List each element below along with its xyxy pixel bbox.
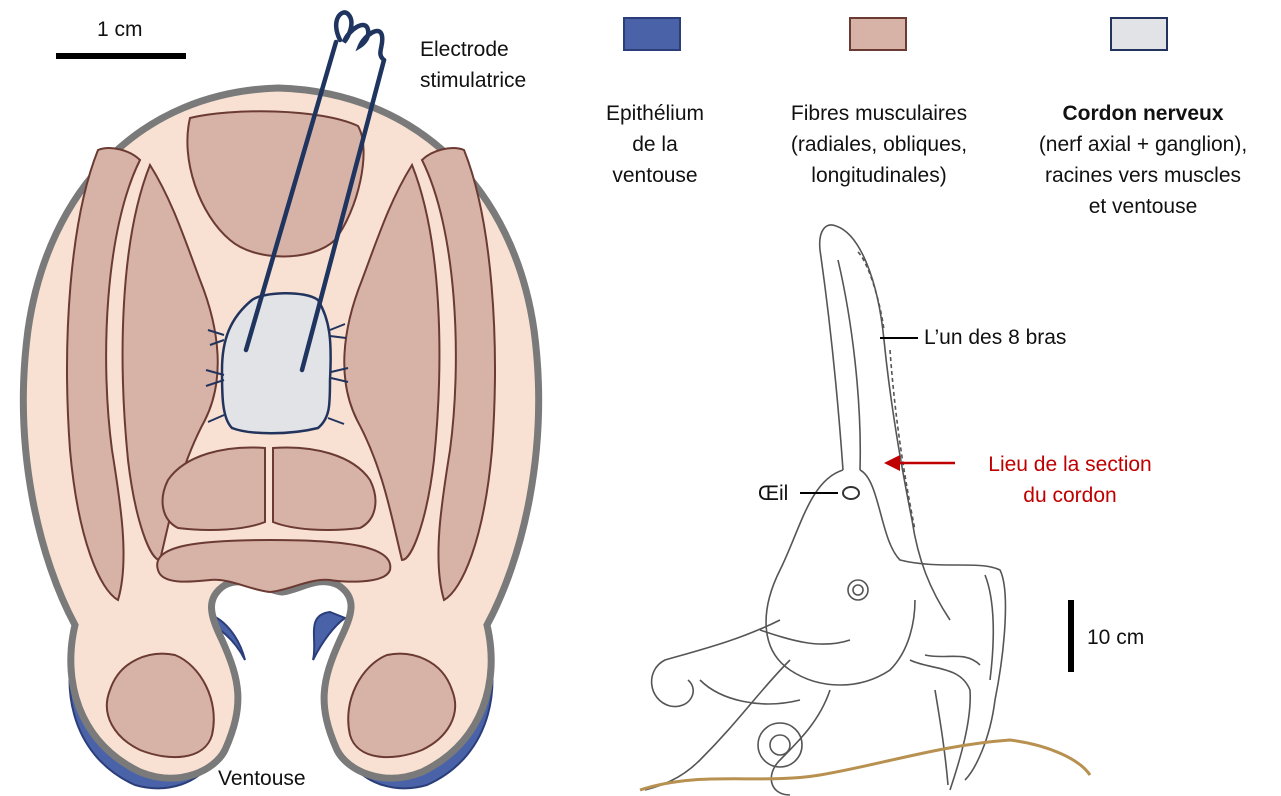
octopus-sketch (645, 225, 1005, 795)
legend-nerve-label: Cordon nerveux (nerf axial + ganglion), … (1015, 98, 1271, 222)
legend-muscles-line2: (radiales, obliques, (762, 129, 996, 160)
section-arrow (884, 455, 955, 471)
legend-epithelium-label: Epithélium de la ventouse (590, 98, 720, 191)
legend-nerve-title: Cordon nerveux (1015, 98, 1271, 129)
section-label-line2: du cordon (962, 480, 1178, 511)
ventouse-label: Ventouse (218, 763, 306, 794)
legend-nerve-line3: et ventouse (1015, 191, 1271, 222)
scale-label-left: 1 cm (97, 14, 143, 45)
legend-epithelium-line2: de la (590, 129, 720, 160)
legend-nerve-line2: racines vers muscles (1015, 160, 1271, 191)
eye-label: Œil (758, 478, 788, 509)
legend-epithelium-line3: ventouse (590, 160, 720, 191)
legend-muscles-label: Fibres musculaires (radiales, obliques, … (762, 98, 996, 191)
electrode-label: Electrode stimulatrice (420, 34, 526, 96)
legend-swatch-muscles (850, 18, 906, 50)
legend-muscles-line3: longitudinales) (762, 160, 996, 191)
ground (640, 740, 1090, 790)
legend-muscles-line1: Fibres musculaires (762, 98, 996, 129)
legend-nerve-line1: (nerf axial + ganglion), (1015, 129, 1271, 160)
section-label-line1: Lieu de la section (962, 449, 1178, 480)
nerve-cord (222, 293, 331, 433)
legend-swatch-epithelium (624, 18, 680, 50)
arm-label: L’un des 8 bras (924, 322, 1066, 353)
scale-label-right: 10 cm (1087, 622, 1144, 653)
section-label: Lieu de la section du cordon (962, 449, 1178, 511)
eye-icon (843, 487, 859, 499)
raised-arm (820, 225, 950, 620)
electrode-label-line2: stimulatrice (420, 65, 526, 96)
octopus-head (766, 470, 915, 685)
legend-swatch-nerve (1111, 18, 1167, 50)
legend-epithelium-line1: Epithélium (590, 98, 720, 129)
electrode-label-line1: Electrode (420, 34, 526, 65)
arm-cross-section (23, 12, 538, 788)
